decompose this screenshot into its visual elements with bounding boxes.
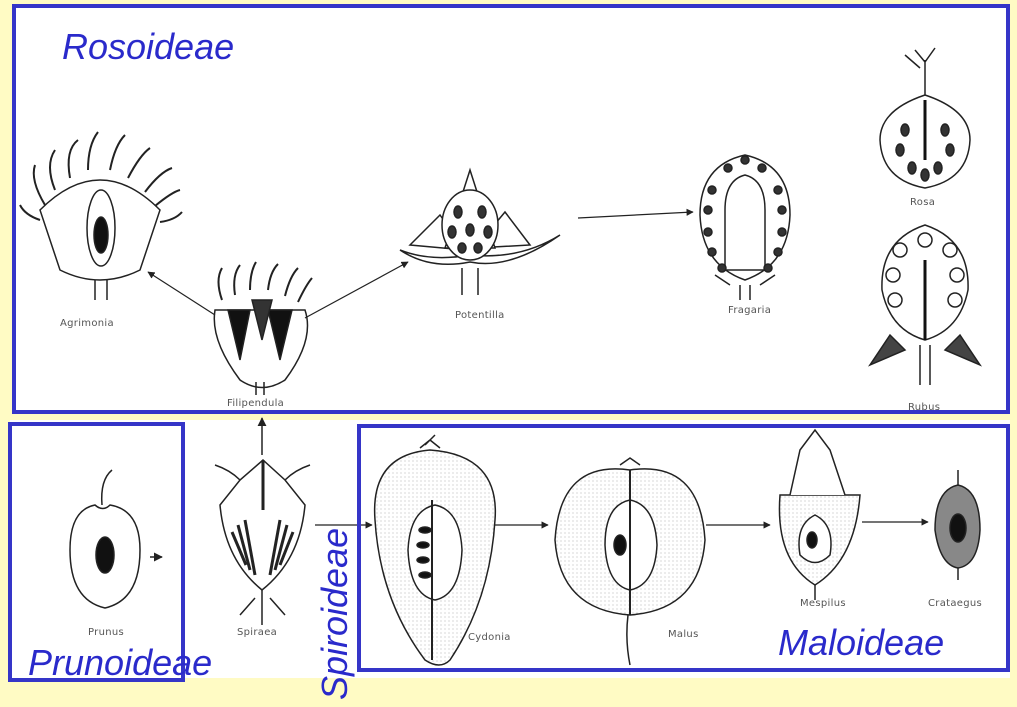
label-spiraea: Spiraea [237, 627, 277, 638]
group-label-rosoideae: Rosoideae [62, 26, 234, 68]
group-label-maloideae: Maloideae [778, 622, 944, 664]
group-label-spiroideae: Spiroideae [314, 528, 356, 700]
group-label-prunoideae: Prunoideae [28, 642, 212, 684]
spiraea-drawing [215, 418, 310, 625]
